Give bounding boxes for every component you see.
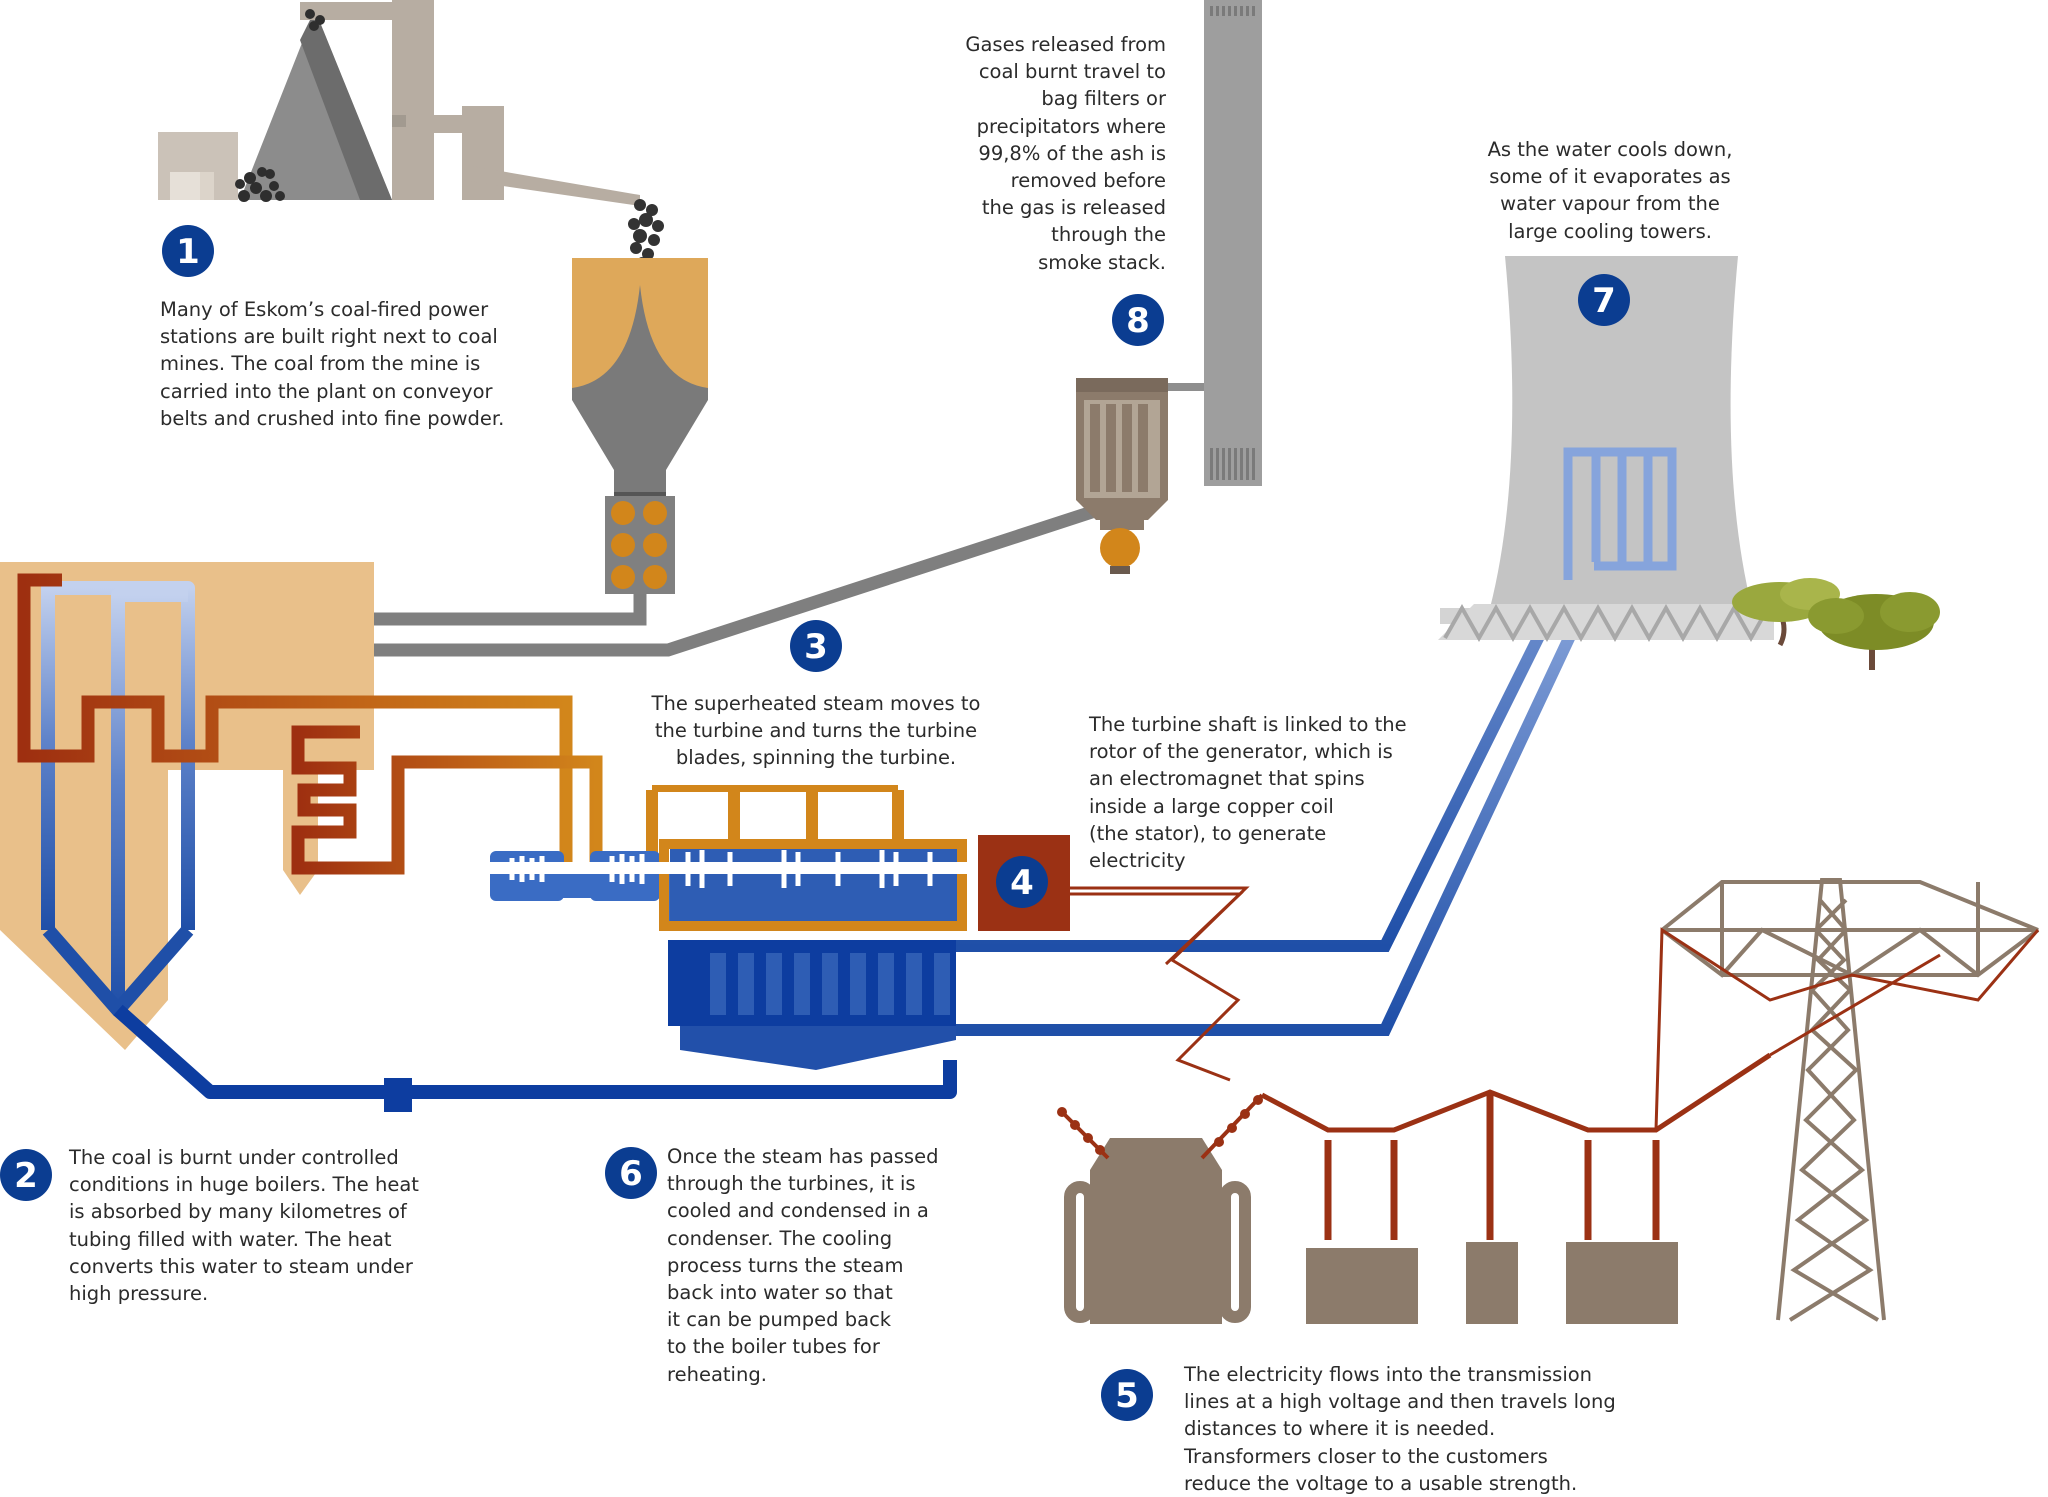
step-2-line: converts this water to steam under xyxy=(69,1254,413,1278)
step-3-description: The superheated steam moves to the turbi… xyxy=(646,690,986,772)
step-1-line: stations are built right next to coal xyxy=(160,325,498,349)
step-7-line: water vapour from the xyxy=(1500,192,1720,216)
step-4-line: electricity xyxy=(1089,849,1186,873)
cooling-tower xyxy=(1438,256,1774,643)
step-6-description: Once the steam has passed through the tu… xyxy=(667,1143,938,1388)
step-badge-7: 7 xyxy=(1578,274,1630,326)
step-badge-2: 2 xyxy=(0,1149,52,1201)
coal-mine xyxy=(158,0,664,267)
step-6-line: to the boiler tubes for xyxy=(667,1335,880,1359)
step-4-line: (the stator), to generate xyxy=(1089,821,1327,845)
step-2-line: is absorbed by many kilometres of xyxy=(69,1200,407,1224)
step-8-line: Gases released from xyxy=(965,33,1166,56)
step-6-line: process turns the steam xyxy=(667,1253,904,1277)
bag-filter xyxy=(1076,378,1206,574)
step-7-line: large cooling towers. xyxy=(1508,219,1712,243)
step-2-line: The coal is burnt under controlled xyxy=(69,1146,399,1169)
step-number-4: 4 xyxy=(1010,863,1034,903)
step-4-description: The turbine shaft is linked to the rotor… xyxy=(1089,711,1407,874)
step-1-line: Many of Eskom’s coal-fired power xyxy=(160,298,489,321)
step-6-line: back into water so that xyxy=(667,1281,893,1305)
step-8-description: Gases released from coal burnt travel to… xyxy=(904,31,1166,276)
step-3-line: the turbine and turns the turbine xyxy=(654,719,978,743)
superheater-tubes xyxy=(17,573,603,875)
step-number-5: 5 xyxy=(1115,1376,1139,1416)
step-6-line: through the turbines, it is xyxy=(667,1172,916,1196)
step-8-line: bag filters or xyxy=(1041,87,1166,111)
step-6-line: condenser. The cooling xyxy=(667,1226,893,1250)
step-6-line: reheating. xyxy=(667,1362,767,1386)
step-8-line: coal burnt travel to xyxy=(978,60,1166,84)
step-5-line: reduce the voltage to a usable strength. xyxy=(1184,1471,1578,1495)
step-6-line: it can be pumped back xyxy=(667,1308,892,1332)
step-number-7: 7 xyxy=(1592,281,1616,321)
step-4-line: The turbine shaft is linked to the xyxy=(1089,713,1407,736)
step-8-line: precipitators where xyxy=(976,114,1166,138)
step-1-line: mines. The coal from the mine is xyxy=(160,352,481,376)
step-badge-8: 8 xyxy=(1112,294,1164,346)
step-4-line: inside a large copper coil xyxy=(1089,794,1334,818)
step-number-2: 2 xyxy=(14,1156,38,1196)
step-8-line: 99,8% of the ash is xyxy=(978,141,1166,165)
step-7-line: As the water cools down, xyxy=(1487,138,1733,161)
step-badge-6: 6 xyxy=(605,1147,657,1199)
step-badge-4: 4 xyxy=(996,856,1048,908)
power-lines xyxy=(1068,886,2040,1131)
step-number-8: 8 xyxy=(1126,301,1150,341)
step-badge-5: 5 xyxy=(1101,1369,1153,1421)
step-badge-3: 3 xyxy=(790,620,842,672)
step-2-description: The coal is burnt under controlled condi… xyxy=(69,1144,419,1307)
step-8-line: the gas is released xyxy=(981,196,1166,220)
step-6-line: cooled and condensed in a xyxy=(667,1199,929,1223)
step-5-line: distances to where it is needed. xyxy=(1184,1417,1496,1441)
step-3-line: blades, spinning the turbine. xyxy=(675,746,957,770)
step-5-line: The electricity flows into the transmiss… xyxy=(1184,1363,1593,1386)
transformer xyxy=(1057,1093,1264,1324)
step-5-line: Transformers closer to the customers xyxy=(1184,1444,1548,1468)
step-number-6: 6 xyxy=(619,1154,643,1194)
step-6-line: Once the steam has passed xyxy=(667,1145,939,1168)
switchyard xyxy=(1260,1052,1772,1324)
step-4-line: an electromagnet that spins xyxy=(1089,767,1365,791)
step-8-line: through the xyxy=(1051,223,1166,247)
step-number-1: 1 xyxy=(176,232,200,272)
step-1-line: belts and crushed into fine powder. xyxy=(160,406,505,430)
condenser xyxy=(668,940,956,1070)
step-2-line: high pressure. xyxy=(69,1282,209,1306)
step-5-line: lines at a high voltage and then travels… xyxy=(1184,1390,1616,1414)
flue-ducts xyxy=(374,505,1095,657)
step-7-line: some of it evaporates as xyxy=(1489,165,1731,189)
step-number-3: 3 xyxy=(804,627,828,667)
turbine xyxy=(490,785,1020,931)
step-4-line: rotor of the generator, which is xyxy=(1089,740,1393,764)
step-8-line: smoke stack. xyxy=(1038,250,1166,274)
trees xyxy=(1732,578,1940,670)
step-1-description: Many of Eskom’s coal-fired power station… xyxy=(160,296,504,432)
step-3-line: The superheated steam moves to xyxy=(651,692,981,715)
step-badge-1: 1 xyxy=(162,225,214,277)
coal-hopper xyxy=(572,258,708,594)
transmission-pylon xyxy=(1660,878,2040,1322)
step-5-description: The electricity flows into the transmiss… xyxy=(1184,1361,1616,1497)
step-2-line: tubing filled with water. The heat xyxy=(69,1227,392,1251)
step-2-line: conditions in huge boilers. The heat xyxy=(69,1173,419,1197)
step-8-line: removed before xyxy=(1010,169,1166,193)
smoke-stack xyxy=(1204,0,1262,486)
step-1-line: carried into the plant on conveyor xyxy=(160,379,493,403)
step-7-description: As the water cools down, some of it evap… xyxy=(1460,136,1760,245)
